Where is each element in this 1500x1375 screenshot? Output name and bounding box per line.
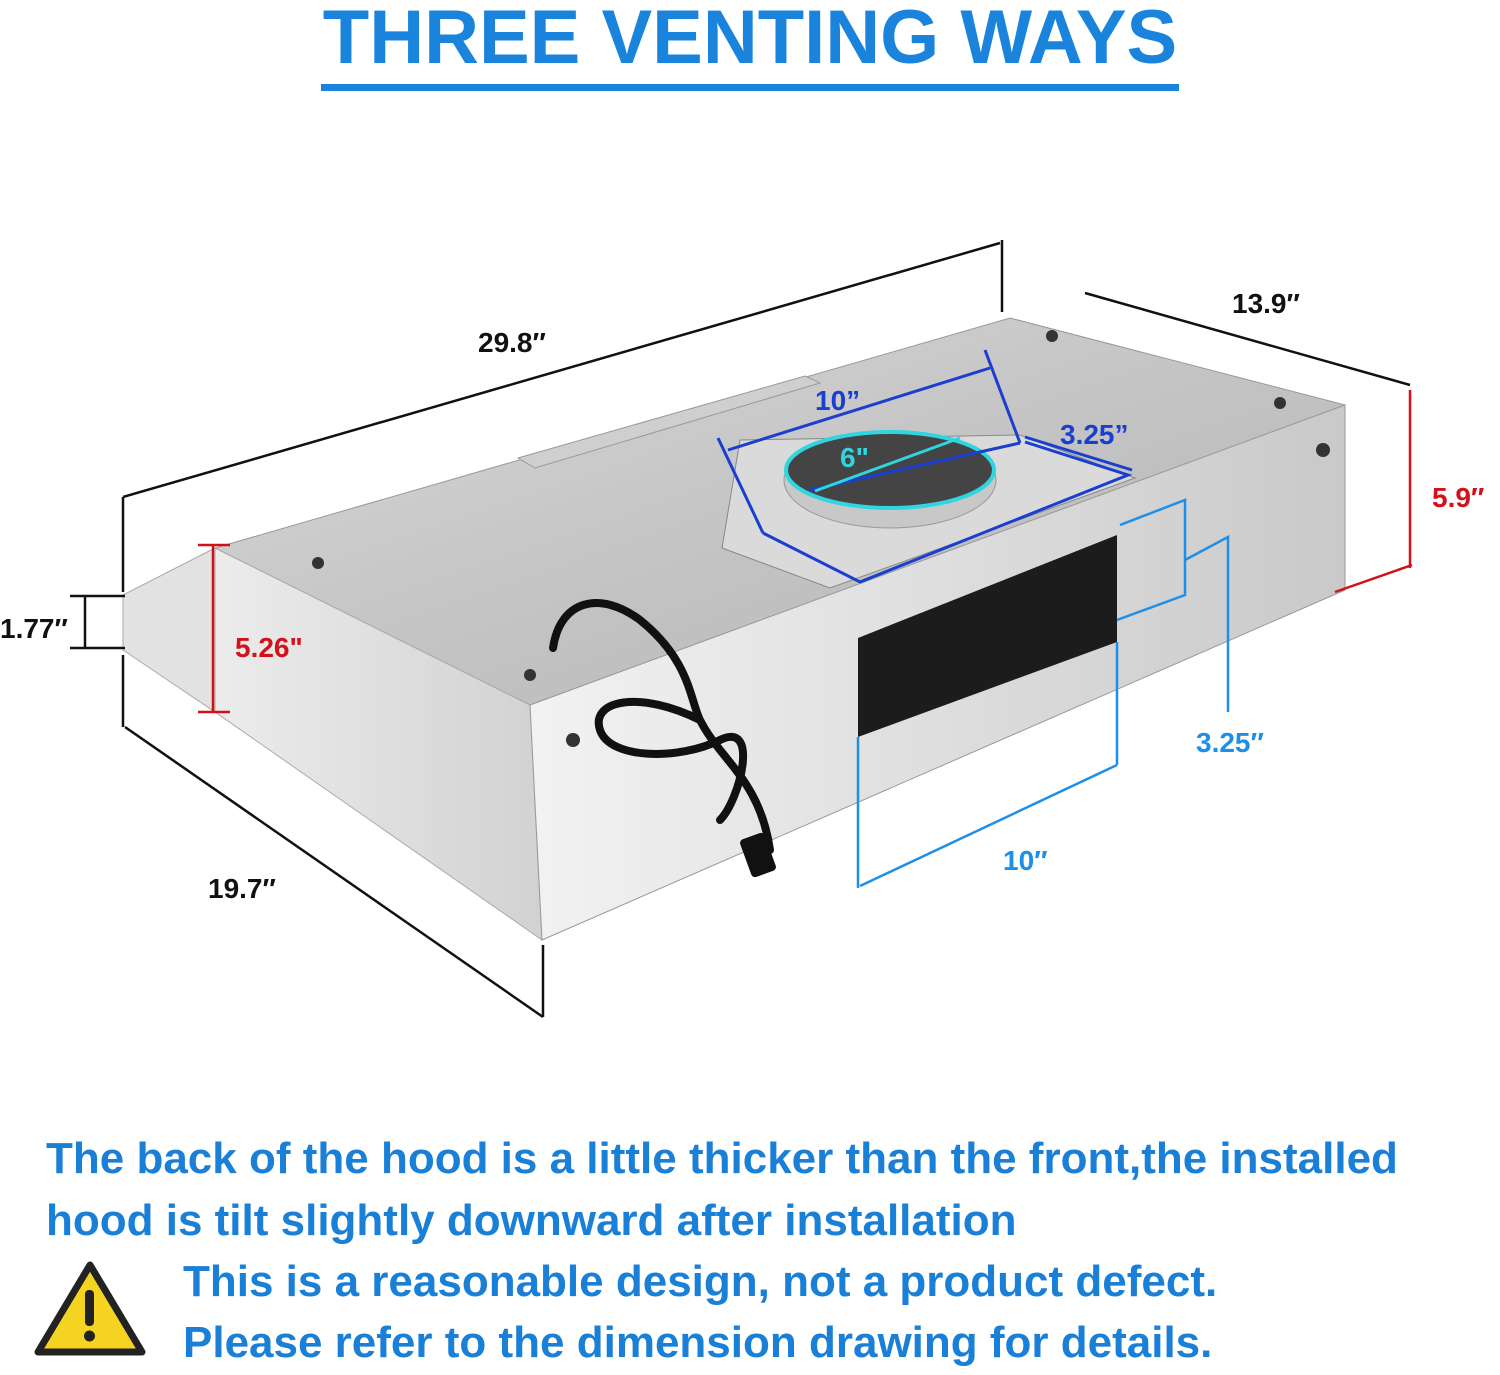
warning-icon	[34, 1261, 146, 1356]
top-access-panel	[516, 375, 822, 469]
dim-depth-label: 13.9″	[1232, 288, 1300, 319]
round-duct-opening	[784, 430, 996, 510]
dim-width-label: 29.8″	[478, 327, 546, 358]
light-blue-dimension-lines	[856, 498, 1230, 888]
rear-vent-opening	[858, 535, 1117, 737]
dim-front-lip-label: 1.77″	[0, 613, 68, 644]
dim-top-vent-depth-label: 3.25”	[1060, 419, 1129, 450]
duct-diameter-line	[814, 436, 961, 493]
dim-top-vent-width-label: 10”	[815, 385, 860, 416]
hood-body	[122, 317, 1347, 941]
power-plug	[740, 832, 776, 878]
dim-rear-vent-height-label: 3.25″	[1196, 727, 1264, 758]
blue-dimension-lines	[716, 349, 1133, 584]
page-title: THREE VENTING WAYS	[0, 0, 1500, 91]
dim-round-duct-label: 6"	[840, 442, 869, 473]
keyhole-icons	[312, 330, 1330, 747]
dim-rear-vent-width-label: 10″	[1003, 845, 1048, 876]
dim-back-height-label: 5.9″	[1432, 482, 1484, 513]
dim-side-depth-label: 19.7″	[208, 873, 276, 904]
dim-side-height-label: 5.26"	[235, 632, 303, 663]
note-line-2: hood is tilt slightly downward after ins…	[46, 1196, 1017, 1245]
power-cord	[549, 599, 774, 854]
note-line-1: The back of the hood is a little thicker…	[46, 1134, 1398, 1183]
note-line-4: Please refer to the dimension drawing fo…	[183, 1318, 1213, 1367]
hood-front-lip	[122, 547, 216, 713]
black-dimension-lines	[70, 240, 1411, 1019]
note-line-3: This is a reasonable design, not a produ…	[183, 1257, 1218, 1306]
red-dimension-lines	[198, 390, 1413, 714]
